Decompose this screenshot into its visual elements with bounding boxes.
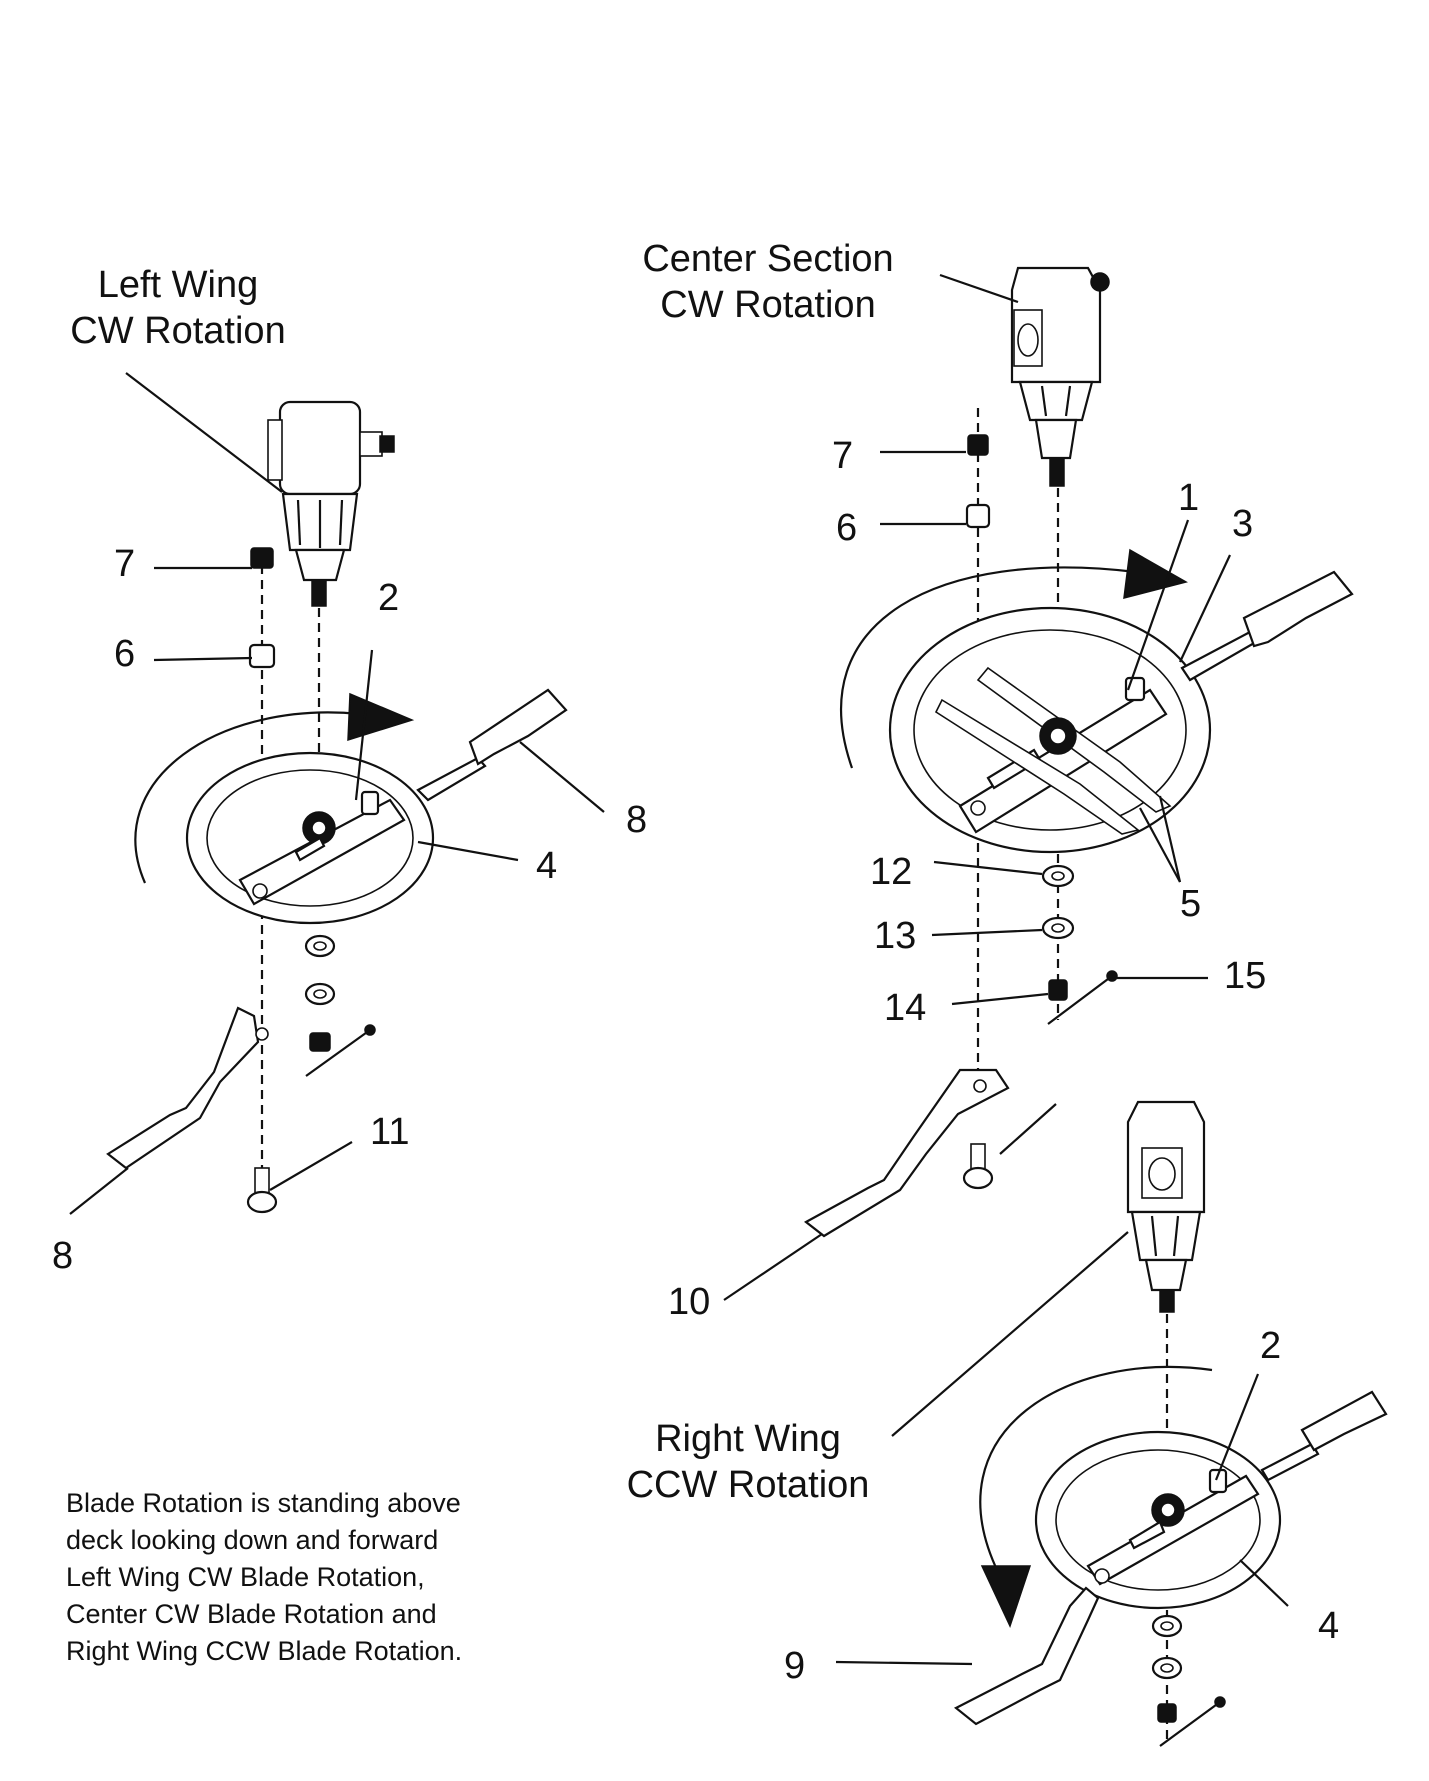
callout-right-9: 9 <box>784 1645 805 1687</box>
rotation-note-line-5: Right Wing CCW Blade Rotation. <box>66 1636 462 1666</box>
center-lower-blade <box>804 1068 1010 1238</box>
right-2-leader <box>1214 1373 1260 1481</box>
left-8-lower-leader <box>69 1167 129 1215</box>
callout-center-6: 6 <box>836 507 857 549</box>
left-bushing-6 <box>248 643 276 669</box>
left-gearbox <box>267 400 395 607</box>
callout-right-2: 2 <box>1260 1325 1281 1367</box>
left-nut-7 <box>250 547 274 569</box>
right-lower-blade <box>953 1586 1100 1726</box>
left-deck-pan <box>185 688 568 925</box>
callout-right-4: 4 <box>1318 1605 1339 1647</box>
center-5-leader-a <box>1139 807 1181 883</box>
center-section-heading-line1: Center Section <box>642 238 893 280</box>
center-deck-pan <box>888 570 1354 854</box>
left-wing-heading-line1: Left Wing <box>98 264 259 306</box>
callout-left-11: 11 <box>370 1111 409 1153</box>
center-section-heading-line2: CW Rotation <box>660 284 875 326</box>
callout-center-15: 15 <box>1224 955 1266 997</box>
right-deck-pan <box>1034 1390 1388 1610</box>
rotation-note-line-3: Left Wing CW Blade Rotation, <box>66 1562 425 1592</box>
callout-left-2: 2 <box>378 577 399 619</box>
callout-center-5: 5 <box>1180 883 1201 925</box>
callout-center-13: 13 <box>874 915 916 957</box>
left-bolt-11 <box>246 1167 278 1214</box>
center-bushing-6 <box>965 503 991 529</box>
center-10-leader <box>723 1233 823 1301</box>
callout-left-8-lower: 8 <box>52 1235 73 1277</box>
center-heading-leader <box>939 273 1019 304</box>
left-6-leader <box>153 656 253 662</box>
center-nut-7 <box>967 434 989 456</box>
callout-center-7: 7 <box>832 435 853 477</box>
right-wing-heading-leader <box>891 1231 1129 1437</box>
center-section-assembly <box>804 266 1354 1238</box>
callout-left-8-upper: 8 <box>626 799 647 841</box>
callout-center-10: 10 <box>668 1281 710 1323</box>
left-11-leader <box>269 1141 353 1191</box>
callout-left-4: 4 <box>536 845 557 887</box>
center-14-leader <box>951 992 1049 1006</box>
callout-center-14: 14 <box>884 987 926 1029</box>
left-2-leader <box>354 649 374 801</box>
right-wing-assembly <box>953 1100 1388 1747</box>
rotation-note-line-1: Blade Rotation is standing above <box>66 1488 461 1518</box>
center-5-leader-b <box>1158 795 1182 883</box>
right-9-leader <box>835 1660 973 1666</box>
center-1-leader <box>1126 519 1190 691</box>
right-gearbox <box>1126 1100 1206 1313</box>
left-4-leader <box>417 840 519 862</box>
right-wing-heading-line2: CCW Rotation <box>627 1464 870 1506</box>
callout-center-12: 12 <box>870 851 912 893</box>
rotation-note-line-4: Center CW Blade Rotation and <box>66 1599 437 1629</box>
center-gearbox <box>1010 266 1110 487</box>
callout-center-3: 3 <box>1232 503 1253 545</box>
callout-left-7: 7 <box>114 543 135 585</box>
rotation-note-line-2: deck looking down and forward <box>66 1525 438 1555</box>
center-13-leader <box>931 928 1043 937</box>
left-lower-blade <box>106 1006 269 1170</box>
right-wing-heading-line1: Right Wing <box>655 1418 841 1460</box>
left-8-leader <box>519 741 605 813</box>
left-wing-heading-leader <box>125 372 283 493</box>
right-4-leader <box>1239 1559 1289 1607</box>
center-12-leader <box>933 860 1043 876</box>
callout-left-6: 6 <box>114 633 135 675</box>
left-wing-heading-line2: CW Rotation <box>70 310 285 352</box>
callout-center-1: 1 <box>1178 477 1199 519</box>
left-wing-assembly <box>106 400 568 1214</box>
center-3-leader <box>1179 554 1231 663</box>
